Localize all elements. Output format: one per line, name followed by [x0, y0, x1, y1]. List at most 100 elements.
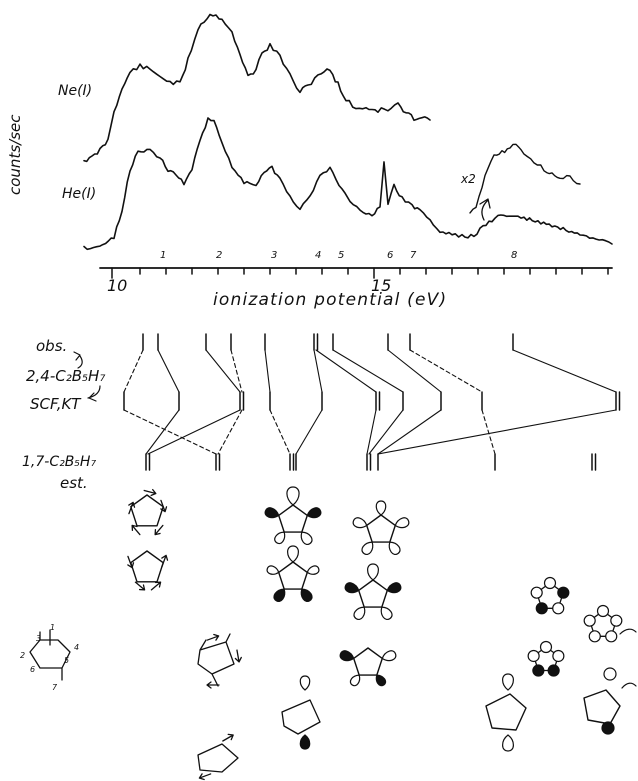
cage-ring: [366, 514, 396, 543]
band-label: 5: [338, 250, 344, 261]
orbital-node: [552, 602, 565, 615]
orbital-node: [543, 576, 557, 590]
correlation-line: [332, 349, 404, 393]
displacement-arrow: [128, 501, 136, 515]
orbital-node: [603, 667, 617, 681]
orbital-lobe: [300, 588, 313, 602]
cage-ring: [358, 579, 388, 608]
displacement-arrow: [131, 524, 141, 536]
orbital-node: [596, 604, 610, 618]
orbital-lobe: [306, 565, 320, 575]
displacement-arrow: [222, 733, 234, 742]
orbital-node: [601, 721, 615, 735]
correlation-line: [368, 409, 404, 455]
trace-label-ne: Ne(I): [58, 83, 92, 99]
displacement-arrow: [127, 555, 135, 569]
band-label: 4: [315, 250, 321, 261]
band-label: 2: [216, 250, 222, 261]
numbered-cage-skeleton: [29, 629, 71, 681]
correlation-line: [269, 409, 291, 455]
displacement-arrow: [150, 581, 162, 591]
y-axis-label: counts/sec: [6, 114, 24, 195]
correlation-line: [264, 349, 271, 393]
cage-number: 4: [74, 643, 79, 652]
axis-title: ionization potential (eV): [213, 290, 447, 310]
cage-sketch: [197, 633, 235, 687]
cage-ring: [278, 504, 308, 533]
displacement-arrow: [161, 554, 169, 568]
orbital-node: [583, 614, 596, 627]
orbital-node: [532, 664, 545, 677]
energy-levels: [123, 333, 621, 471]
orbital-lobe: [388, 541, 401, 555]
orbital-lobe: [344, 582, 360, 594]
cage-sketch: [281, 699, 321, 735]
orbital-lobe: [274, 531, 286, 545]
row-label-obs: obs.: [36, 337, 67, 355]
row-label-est: est.: [60, 474, 88, 492]
orbital-lobe: [266, 565, 280, 575]
orbital-lobe: [349, 674, 361, 687]
orbital-lobe: [394, 517, 410, 529]
correlation-line: [123, 409, 217, 455]
band-label: 7: [410, 250, 417, 261]
correlation-line: [377, 409, 442, 455]
orbital-lobe: [361, 541, 374, 555]
orbital-lobe: [502, 673, 514, 691]
cage-sketch: [197, 743, 239, 773]
correlation-line: [387, 349, 442, 393]
displacement-arrow: [234, 649, 242, 663]
cage-number: 1: [50, 623, 55, 632]
cage-ring: [130, 550, 164, 583]
arrow-obs: [73, 351, 83, 369]
cage-sketch: [583, 689, 621, 725]
numbered-cage: 1 2 3 4 5 6 7: [20, 623, 79, 692]
axis-ticks: [111, 267, 609, 279]
orbital-lobe: [386, 582, 402, 594]
displacement-arrow: [206, 681, 220, 689]
orbital-lobe: [353, 606, 366, 620]
displacement-arrow: [134, 581, 146, 591]
cage-ring: [278, 561, 308, 590]
row-label-scf: SCF,KT: [30, 395, 82, 413]
orbital-node: [535, 602, 548, 615]
correlation-line: [315, 349, 377, 393]
arrow-scf: [87, 385, 101, 402]
orbital-node: [610, 614, 623, 627]
correlation-lines: [123, 349, 617, 455]
orbital-lobe: [375, 500, 387, 516]
correlation-line: [230, 349, 243, 393]
correlation-line: [512, 349, 617, 393]
orbital-lobe: [300, 531, 313, 545]
cage-sketch: [485, 693, 527, 731]
orbital-sketches: [127, 486, 637, 781]
correlation-line: [409, 349, 483, 393]
bond-squiggle: [621, 682, 637, 689]
orbital-lobe: [287, 545, 299, 563]
orbital-lobe: [339, 650, 355, 662]
orbital-node: [588, 630, 601, 643]
cage-number: 6: [30, 665, 35, 674]
cage-number: 3: [36, 634, 41, 643]
correlation-line: [123, 349, 144, 393]
correlation-line: [205, 349, 241, 393]
displacement-arrow: [154, 524, 164, 536]
orbital-node: [527, 649, 540, 663]
correlation-line: [366, 409, 377, 455]
displacement-arrow: [143, 488, 157, 497]
trace-ne: [83, 13, 431, 163]
displacement-arrow: [160, 499, 168, 513]
band-label: 6: [387, 250, 393, 261]
energy-axis: 10 15 ionization potential (eV): [99, 267, 613, 310]
displacement-arrow: [198, 773, 212, 781]
orbital-lobe: [299, 734, 311, 750]
orbital-lobe: [306, 507, 322, 519]
orbital-lobe: [380, 606, 393, 620]
trace-he: [83, 117, 613, 251]
scale-label: x2: [460, 172, 476, 186]
cage-number: 5: [64, 656, 69, 665]
correlation-line: [145, 409, 180, 455]
